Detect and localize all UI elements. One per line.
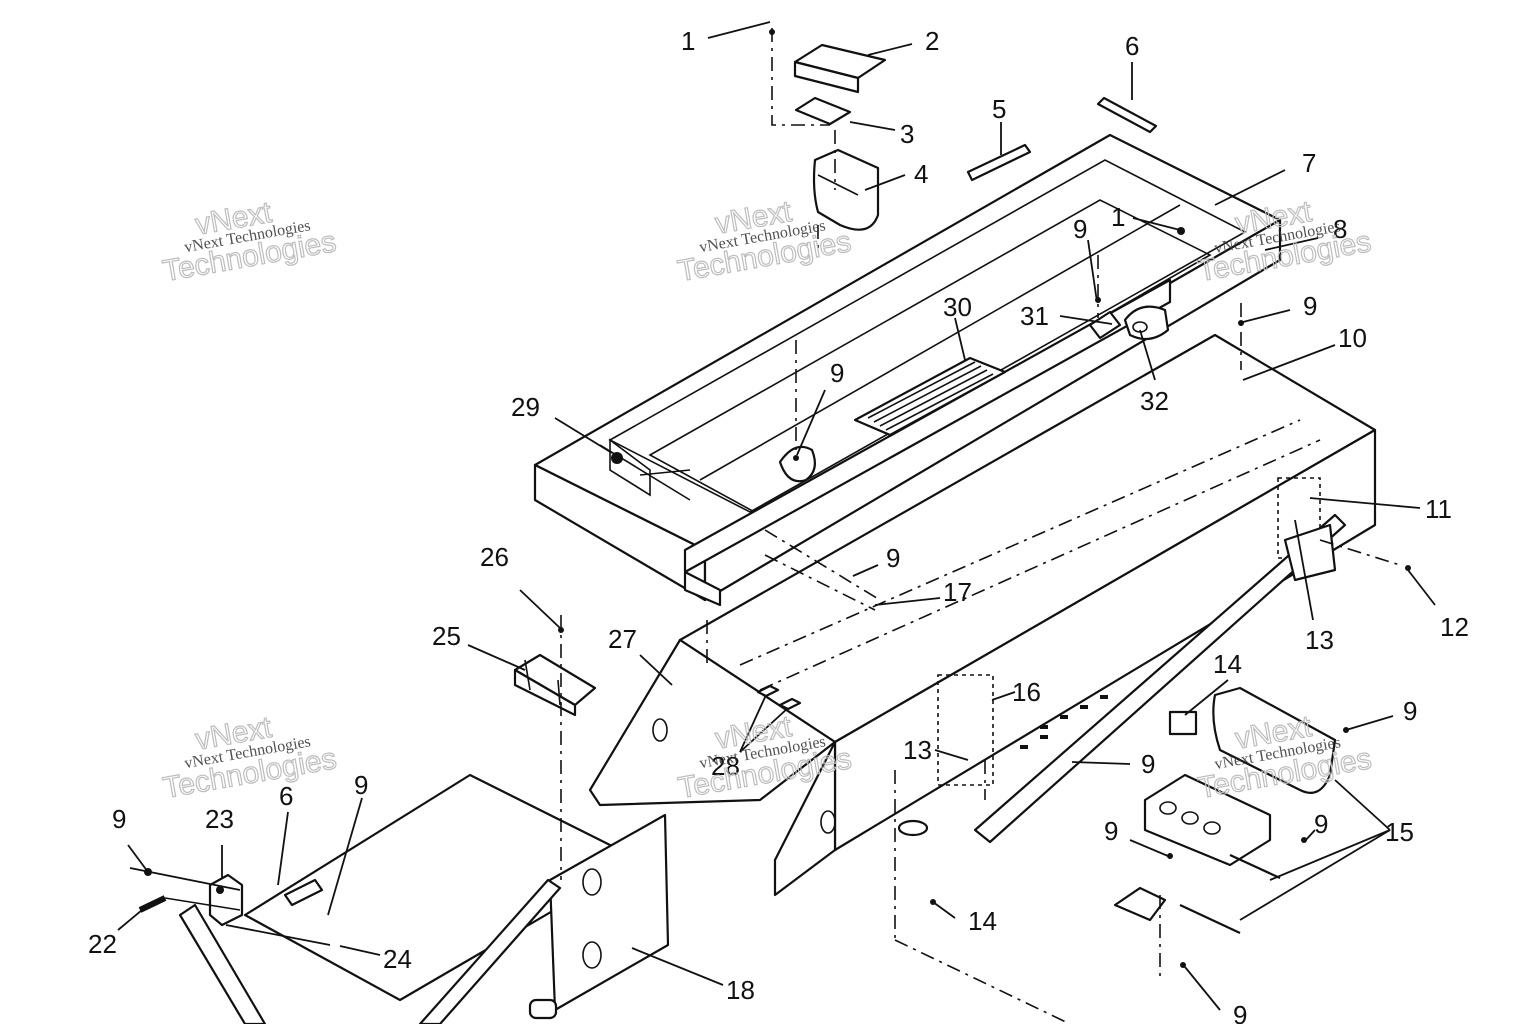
callout-labels: 1 2 3 4 5 6 7 1 8 9 9 30 31 32 10 29 9 1… bbox=[88, 26, 1469, 1024]
callout-1: 1 bbox=[681, 26, 695, 56]
callout-32: 32 bbox=[1140, 386, 1169, 416]
latch-bracket bbox=[1088, 305, 1170, 341]
callout-7: 7 bbox=[1302, 148, 1316, 178]
callout-17: 17 bbox=[943, 577, 972, 607]
callout-9: 9 bbox=[1141, 749, 1155, 779]
watermark-1: vNext Technologies vNext Technologies bbox=[160, 195, 339, 288]
callout-10: 10 bbox=[1338, 323, 1367, 353]
callout-29: 29 bbox=[511, 392, 540, 422]
callout-28: 28 bbox=[711, 751, 740, 781]
callout-27: 27 bbox=[608, 624, 637, 654]
battery-box bbox=[1168, 686, 1337, 794]
callout-16: 16 bbox=[1012, 677, 1041, 707]
hinge-23 bbox=[208, 873, 244, 927]
callout-5: 5 bbox=[992, 94, 1006, 124]
callout-14: 14 bbox=[968, 906, 997, 936]
storage-box bbox=[812, 148, 880, 231]
callout-9: 9 bbox=[1073, 214, 1087, 244]
callout-24: 24 bbox=[383, 944, 412, 974]
trim-strip-28b bbox=[778, 697, 802, 711]
callout-9: 9 bbox=[830, 358, 844, 388]
front-frame bbox=[178, 773, 670, 1024]
callout-2: 2 bbox=[925, 26, 939, 56]
callout-9: 9 bbox=[112, 804, 126, 834]
callout-9: 9 bbox=[1104, 816, 1118, 846]
callout-12: 12 bbox=[1440, 612, 1469, 642]
callout-6: 6 bbox=[1125, 31, 1139, 61]
trim-strip-6 bbox=[1096, 96, 1158, 134]
hinge-bracket bbox=[513, 653, 597, 717]
floor-mat bbox=[853, 356, 1007, 437]
callout-9: 9 bbox=[886, 543, 900, 573]
main-chassis bbox=[588, 333, 1377, 897]
callout-13: 13 bbox=[1305, 625, 1334, 655]
leader-lines bbox=[117, 21, 1436, 1011]
callout-6: 6 bbox=[279, 781, 293, 811]
trim-strip-28a bbox=[756, 684, 780, 698]
assembly-lines bbox=[560, 28, 1401, 1024]
callout-23: 23 bbox=[205, 804, 234, 834]
callout-3: 3 bbox=[900, 119, 914, 149]
callout-13: 13 bbox=[903, 735, 932, 765]
cushion-pad bbox=[793, 43, 887, 94]
callout-31: 31 bbox=[1020, 301, 1049, 331]
callout-22: 22 bbox=[88, 929, 117, 959]
foam-pad bbox=[794, 96, 852, 126]
callout-15: 15 bbox=[1385, 817, 1414, 847]
callout-9: 9 bbox=[1233, 1000, 1247, 1024]
callout-1: 1 bbox=[1111, 202, 1125, 232]
callout-9: 9 bbox=[354, 770, 368, 800]
callout-9: 9 bbox=[1403, 696, 1417, 726]
callout-26: 26 bbox=[480, 542, 509, 572]
callout-8: 8 bbox=[1333, 214, 1347, 244]
callout-25: 25 bbox=[432, 621, 461, 651]
callout-4: 4 bbox=[914, 159, 928, 189]
callout-30: 30 bbox=[943, 292, 972, 322]
watermark-3: vNext Technologies vNext Technologies bbox=[1195, 194, 1374, 288]
trim-strip-5 bbox=[966, 143, 1032, 182]
watermark-4: vNext Technologies vNext Technologies bbox=[160, 710, 339, 805]
lower-bracket bbox=[1113, 886, 1167, 922]
callout-11: 11 bbox=[1425, 494, 1452, 524]
callout-9: 9 bbox=[1303, 291, 1317, 321]
callout-18: 18 bbox=[726, 975, 755, 1005]
callout-9: 9 bbox=[1314, 809, 1328, 839]
callout-14: 14 bbox=[1213, 649, 1242, 679]
mounting-plate bbox=[1143, 773, 1281, 934]
